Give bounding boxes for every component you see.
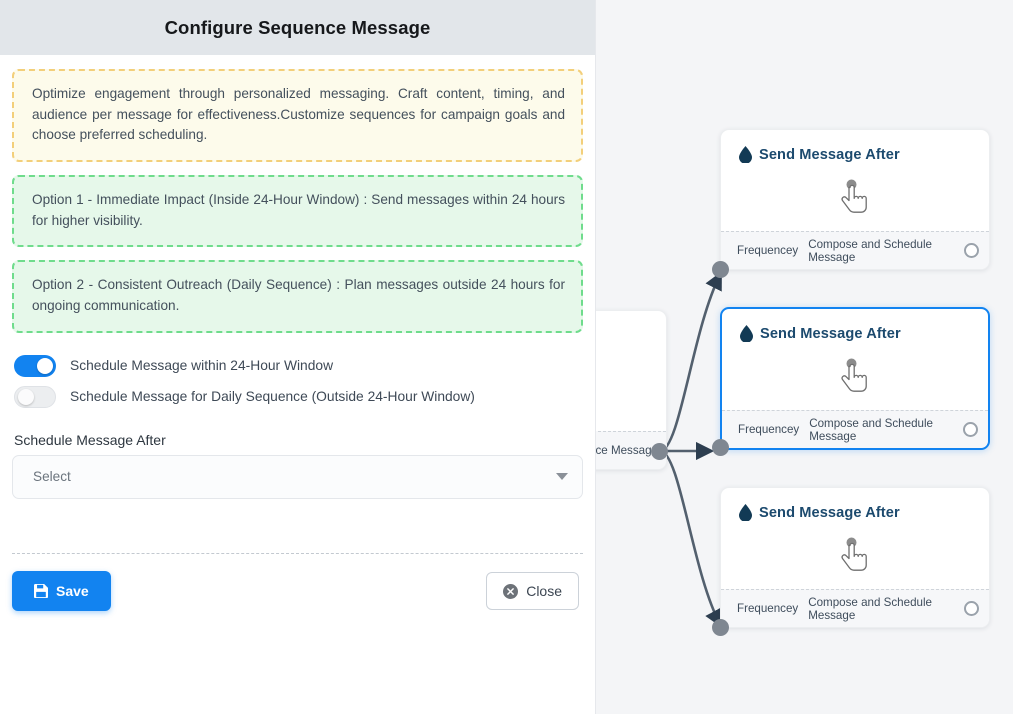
node-body bbox=[721, 521, 989, 589]
info-callout-option-1-text: Option 1 - Immediate Impact (Inside 24-H… bbox=[32, 191, 565, 228]
node-footer: Frequencey Compose and Schedule Message bbox=[722, 410, 988, 448]
toggle-row-daily-sequence[interactable]: Schedule Message for Daily Sequence (Out… bbox=[12, 377, 583, 408]
toggle-switch-within-24h[interactable] bbox=[14, 354, 56, 377]
edge-to-node-3 bbox=[659, 449, 722, 628]
info-callout-option-1: Option 1 - Immediate Impact (Inside 24-H… bbox=[12, 174, 583, 248]
node-send-message-after-1[interactable]: Send Message After Frequencey Compose an… bbox=[712, 129, 990, 278]
save-button-label: Save bbox=[56, 583, 89, 599]
hand-pointer-icon bbox=[841, 179, 867, 213]
schedule-message-after-select[interactable]: Select bbox=[12, 454, 583, 499]
flow-canvas[interactable]: ce Message Send Message After Frequencey… bbox=[596, 0, 1013, 714]
chevron-down-icon bbox=[556, 473, 568, 481]
toggle-knob bbox=[18, 388, 34, 405]
footer-divider bbox=[12, 553, 583, 554]
node-compose-label: Compose and Schedule Message bbox=[809, 416, 933, 443]
save-button[interactable]: Save bbox=[12, 571, 111, 611]
close-button[interactable]: Close bbox=[486, 572, 579, 610]
toggle-knob bbox=[37, 357, 53, 374]
node-compose-label: Compose and Schedule Message bbox=[808, 595, 932, 622]
panel-header: Configure Sequence Message bbox=[0, 0, 595, 55]
toggle-row-within-24h[interactable]: Schedule Message within 24-Hour Window bbox=[12, 346, 583, 377]
toggle-switch-daily-sequence[interactable] bbox=[14, 385, 56, 408]
node-body bbox=[722, 342, 988, 410]
source-port[interactable] bbox=[651, 443, 668, 460]
toggle-label-daily-sequence: Schedule Message for Daily Sequence (Out… bbox=[70, 389, 475, 405]
toggle-label-within-24h: Schedule Message within 24-Hour Window bbox=[70, 358, 334, 374]
edge-to-node-1 bbox=[659, 271, 722, 453]
page-title: Configure Sequence Message bbox=[164, 16, 431, 38]
node-header: Send Message After bbox=[721, 130, 989, 163]
info-callout-option-2-text: Option 2 - Consistent Outreach (Daily Se… bbox=[32, 277, 565, 313]
input-port[interactable] bbox=[712, 439, 729, 456]
close-button-label: Close bbox=[526, 583, 562, 599]
info-callout-overview: Optimize engagement through personalized… bbox=[12, 69, 583, 162]
configure-sequence-panel: Configure Sequence Message Optimize enga… bbox=[0, 0, 596, 714]
node-send-message-after-2[interactable]: Send Message After Frequencey Compose an… bbox=[712, 307, 990, 456]
panel-body: Optimize engagement through personalized… bbox=[0, 55, 595, 499]
node-title: Send Message After bbox=[759, 146, 900, 163]
output-port[interactable] bbox=[963, 422, 978, 437]
node-title: Send Message After bbox=[760, 325, 901, 342]
output-port[interactable] bbox=[964, 601, 979, 616]
flow-edges bbox=[659, 271, 722, 628]
info-callout-option-2: Option 2 - Consistent Outreach (Daily Se… bbox=[12, 260, 583, 333]
node-frequency-label: Frequencey bbox=[737, 244, 799, 257]
node-header: Send Message After bbox=[722, 309, 988, 342]
node-title: Send Message After bbox=[759, 504, 900, 521]
node-send-message-after-3[interactable]: Send Message After Frequencey Compose an… bbox=[712, 487, 990, 636]
droplet-icon bbox=[739, 146, 752, 163]
panel-footer: Save Close bbox=[0, 563, 595, 611]
node-frequency-label: Frequencey bbox=[738, 423, 800, 436]
node-body bbox=[721, 163, 989, 231]
info-callout-overview-text: Optimize engagement through personalized… bbox=[32, 86, 565, 143]
hand-pointer-icon bbox=[841, 358, 867, 392]
node-footer: Frequencey Compose and Schedule Message bbox=[721, 231, 989, 269]
close-circle-icon bbox=[503, 583, 519, 599]
schedule-message-after-value: Select bbox=[33, 469, 71, 485]
node-compose-label: Compose and Schedule Message bbox=[808, 237, 932, 264]
output-port[interactable] bbox=[964, 243, 979, 258]
node-footer: Frequencey Compose and Schedule Message bbox=[721, 589, 989, 627]
hand-pointer-icon bbox=[841, 537, 867, 571]
droplet-icon bbox=[740, 325, 753, 342]
input-port[interactable] bbox=[712, 619, 729, 636]
node-frequency-label: Frequencey bbox=[737, 602, 799, 615]
input-port[interactable] bbox=[712, 261, 729, 278]
droplet-icon bbox=[739, 504, 752, 521]
node-header: Send Message After bbox=[721, 488, 989, 521]
floppy-disk-icon bbox=[34, 584, 48, 598]
schedule-message-after-label: Schedule Message After bbox=[14, 431, 166, 448]
